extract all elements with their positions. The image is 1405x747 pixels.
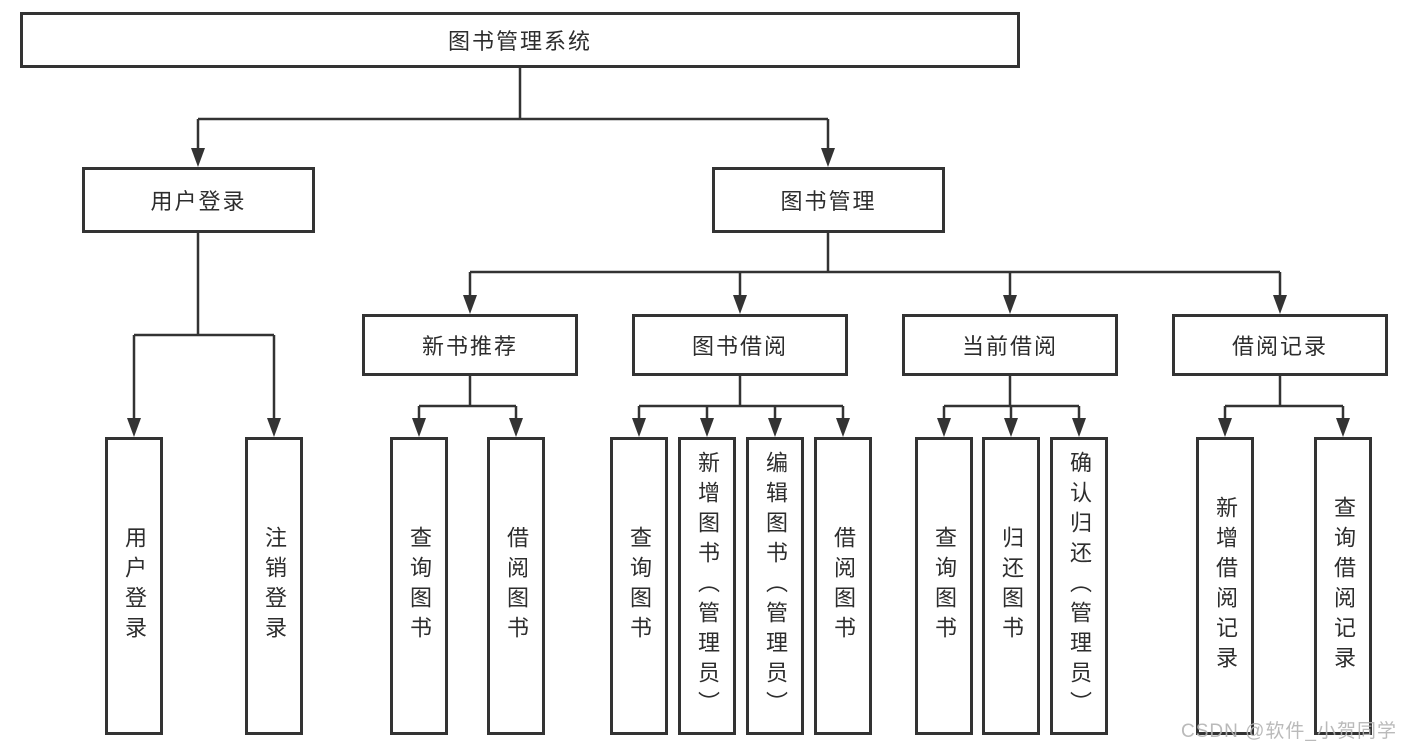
node-current-borrow: 当前借阅	[902, 314, 1118, 376]
leaf-label: 注销登录	[262, 526, 287, 646]
csdn-watermark: CSDN @软件_小贺同学	[1181, 721, 1397, 742]
leaf-label: 借阅图书	[504, 526, 529, 646]
leaf-logout: 注销登录	[245, 437, 303, 735]
leaf-label: 归还图书	[999, 526, 1024, 646]
leaf-query-books-2: 查询图书	[610, 437, 668, 735]
leaf-return-books: 归还图书	[982, 437, 1040, 735]
node-book-management-branch: 图书管理	[712, 167, 945, 233]
node-root-system: 图书管理系统	[20, 12, 1020, 68]
node-user-login-branch: 用户登录	[82, 167, 315, 233]
node-book-borrow: 图书借阅	[632, 314, 848, 376]
leaf-edit-books-admin: 编辑图书（管理员）	[746, 437, 804, 735]
leaf-label: 查询借阅记录	[1331, 496, 1356, 676]
node-borrow-records: 借阅记录	[1172, 314, 1388, 376]
leaf-query-borrow-record: 查询借阅记录	[1314, 437, 1372, 735]
leaf-label: 编辑图书（管理员）	[763, 451, 788, 721]
leaf-label: 查询图书	[932, 526, 957, 646]
leaf-query-books-3: 查询图书	[915, 437, 973, 735]
leaf-add-books-admin: 新增图书（管理员）	[678, 437, 736, 735]
leaf-label: 查询图书	[627, 526, 652, 646]
leaf-user-login: 用户登录	[105, 437, 163, 735]
leaf-label: 新增图书（管理员）	[695, 451, 720, 721]
leaf-label: 用户登录	[122, 526, 147, 646]
leaf-borrow-books-1: 借阅图书	[487, 437, 545, 735]
leaf-add-borrow-record: 新增借阅记录	[1196, 437, 1254, 735]
leaf-label: 查询图书	[407, 526, 432, 646]
leaf-query-books-1: 查询图书	[390, 437, 448, 735]
leaf-borrow-books-2: 借阅图书	[814, 437, 872, 735]
leaf-label: 借阅图书	[831, 526, 856, 646]
leaf-label: 确认归还（管理员）	[1067, 451, 1092, 721]
leaf-confirm-return-admin: 确认归还（管理员）	[1050, 437, 1108, 735]
leaf-label: 新增借阅记录	[1213, 496, 1238, 676]
node-new-book-recommend: 新书推荐	[362, 314, 578, 376]
